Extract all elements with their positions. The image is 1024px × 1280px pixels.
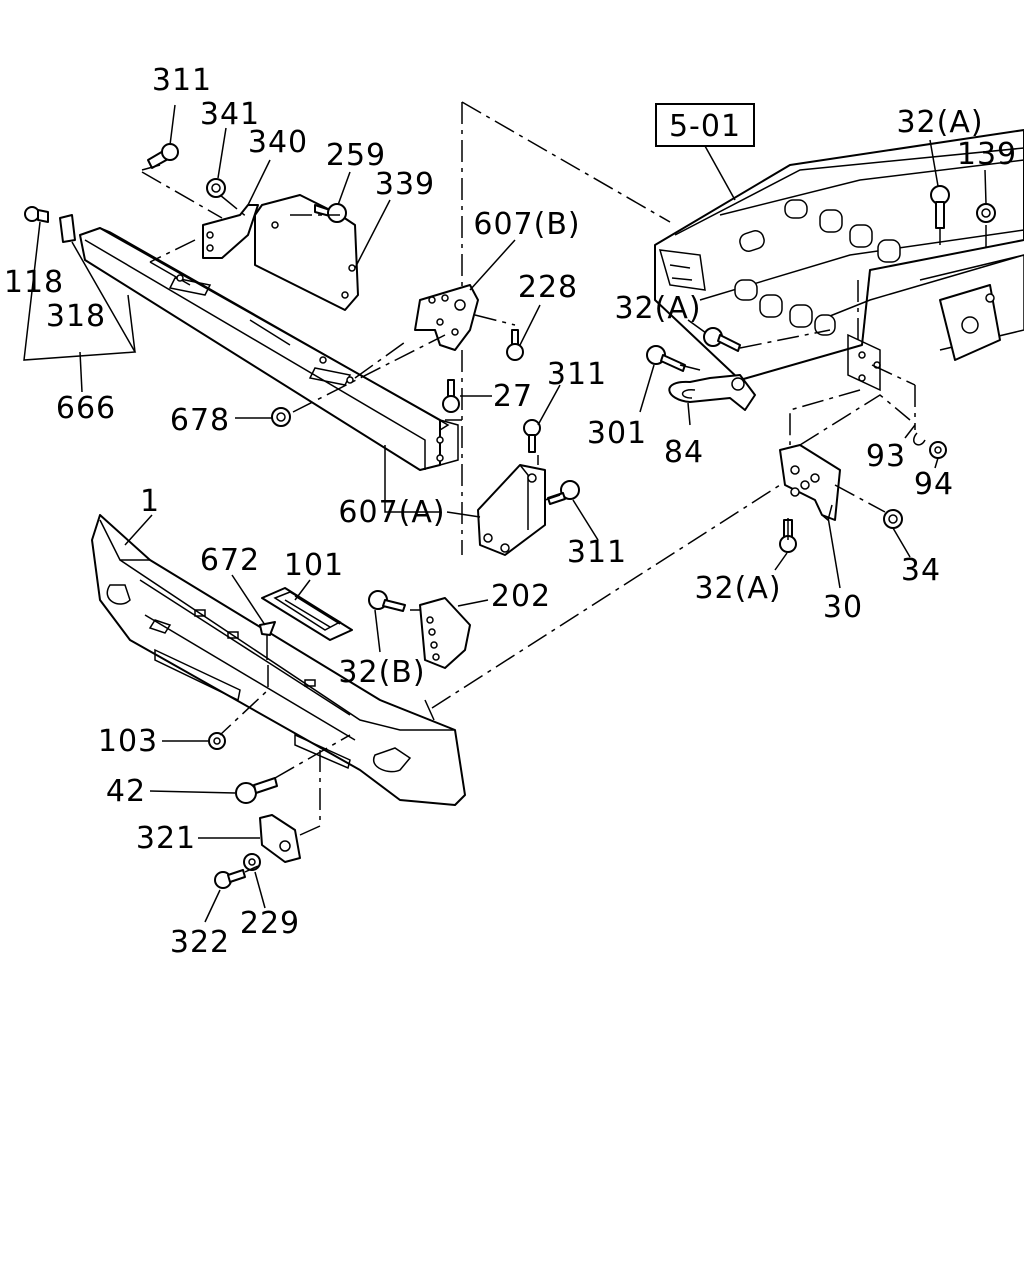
callout-labels: 311 341 340 259 339 118 318 666 678 607(… (4, 63, 1017, 960)
label-678: 678 (170, 403, 230, 438)
label-118: 118 (4, 265, 64, 300)
label-607a: 607(A) (338, 495, 445, 530)
label-672: 672 (200, 543, 260, 578)
label-1: 1 (140, 484, 160, 519)
plate-339 (254, 194, 359, 311)
bracket-607b (414, 284, 479, 351)
bracket-202 (419, 597, 471, 669)
tow-hook-84 (668, 374, 756, 411)
label-84: 84 (664, 435, 704, 470)
label-301: 301 (587, 416, 647, 451)
label-607b: 607(B) (473, 207, 580, 242)
fasteners (24, 143, 996, 889)
label-339: 339 (375, 167, 435, 202)
bracket-30 (779, 444, 841, 522)
label-32a-mid: 32(A) (614, 291, 701, 326)
label-30: 30 (823, 590, 863, 625)
leader-lines (23, 104, 987, 923)
section-reference-label: 5-01 (669, 109, 741, 144)
label-259: 259 (326, 138, 386, 173)
label-32b: 32(B) (338, 655, 425, 690)
label-93: 93 (866, 439, 906, 474)
reinforcement-beam (79, 227, 459, 471)
label-229: 229 (240, 906, 300, 941)
label-202: 202 (491, 579, 551, 614)
label-34: 34 (901, 553, 941, 588)
bracket-607a (477, 464, 546, 556)
label-666: 666 (56, 391, 116, 426)
label-340: 340 (248, 125, 308, 160)
section-reference-box[interactable]: 5-01 (655, 103, 755, 147)
label-139: 139 (957, 137, 1017, 172)
front-bumper (91, 514, 466, 806)
label-228: 228 (518, 270, 578, 305)
bracket-340 (202, 204, 259, 259)
label-311-c: 311 (567, 535, 627, 570)
label-103: 103 (98, 724, 158, 759)
label-318: 318 (46, 299, 106, 334)
label-341: 341 (200, 97, 260, 132)
label-321: 321 (136, 821, 196, 856)
label-94: 94 (914, 467, 954, 502)
label-32a-low: 32(A) (694, 571, 781, 606)
label-311-b: 311 (547, 357, 607, 392)
label-311-a: 311 (152, 63, 212, 98)
label-27: 27 (493, 379, 533, 414)
label-101: 101 (284, 548, 344, 583)
assembly-phantom-lines (141, 101, 987, 873)
label-32a-top: 32(A) (896, 105, 983, 140)
bracket-321 (259, 814, 301, 863)
label-322: 322 (170, 925, 230, 960)
step-plate-101 (261, 587, 353, 641)
label-42: 42 (106, 774, 146, 809)
